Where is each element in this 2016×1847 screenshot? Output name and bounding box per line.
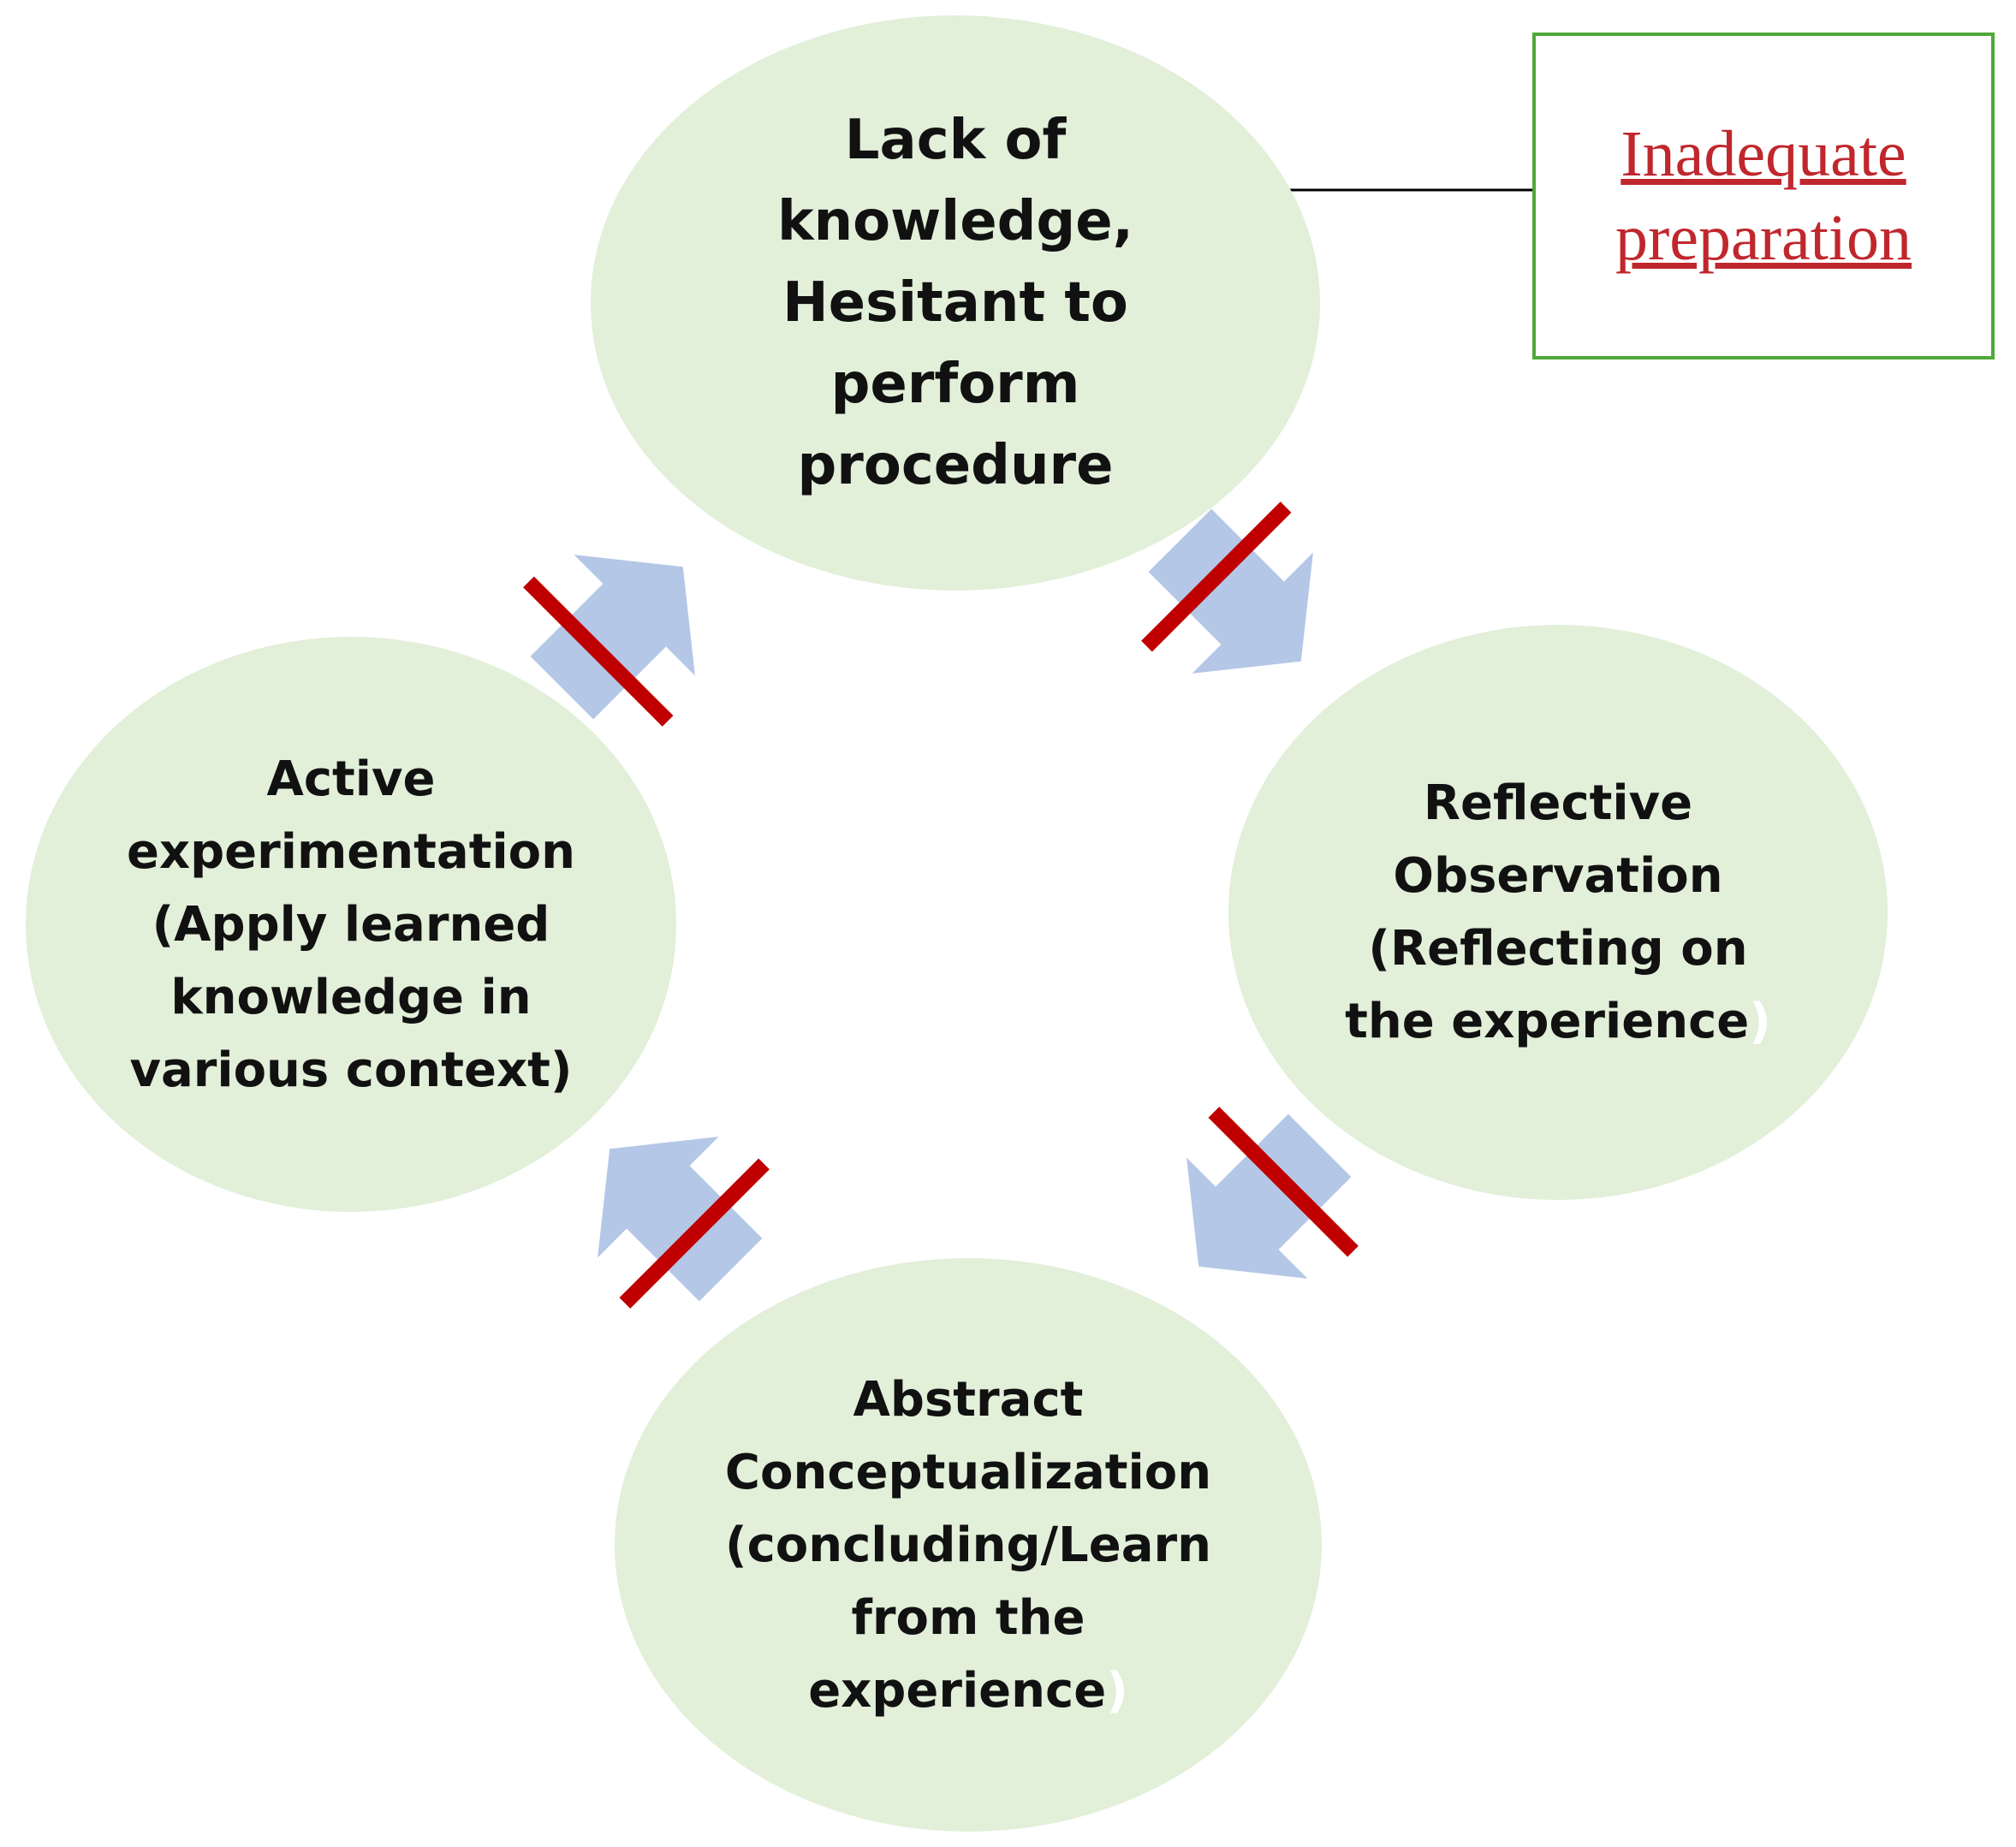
cycle-arrow-top-to-right: [1119, 479, 1362, 722]
cause-line: preparation: [1615, 202, 1912, 274]
nodes.left-line: (Apply learned: [152, 896, 550, 953]
node-active-experimentation: Active experimentation (Apply learned knowl…: [26, 637, 676, 1212]
nodes.left-line: Active: [266, 751, 436, 807]
cycle-arrow-bottom-to-left: [549, 1088, 792, 1331]
nodes.bottom-line: (concluding/Learn: [724, 1517, 1211, 1573]
cause-line: Inadequate: [1621, 118, 1906, 190]
cycle-arrow-right-to-bottom: [1138, 1084, 1381, 1327]
nodes.bottom-line: Abstract: [853, 1371, 1084, 1428]
block-arrow-bottom-to-left: [549, 1088, 792, 1331]
nodes.top-line: Hesitant to: [782, 270, 1128, 335]
cause-box-inadequate-preparation: Inadequate preparation: [1532, 33, 1995, 359]
node-left-text: Active experimentation (Apply learned knowl…: [127, 743, 575, 1107]
nodes.bottom-trailing-paren: ): [1106, 1662, 1128, 1719]
node-lack-of-knowledge: Lack of knowledge, Hesitant to perform proce…: [591, 15, 1320, 591]
nodes.right-trailing-paren: ): [1749, 994, 1771, 1049]
nodes.left-line: knowledge in: [170, 969, 532, 1025]
nodes.left-line: various context): [129, 1042, 573, 1098]
node-top-text: Lack of knowledge, Hesitant to perform proce…: [777, 100, 1133, 507]
nodes.top-line: perform: [830, 352, 1080, 416]
nodes.top-line: Lack of: [844, 108, 1067, 172]
blocked-bar-top-to-right: [1141, 502, 1292, 652]
cycle-arrow-left-to-top: [501, 506, 744, 749]
blocked-bar-bottom-to-left: [619, 1158, 770, 1309]
nodes.right-line: (Reflecting on: [1368, 921, 1748, 977]
nodes.right-line: Observation: [1393, 848, 1723, 904]
nodes.bottom-line: experience): [808, 1662, 1128, 1719]
nodes.top-line: knowledge,: [777, 189, 1133, 253]
blocked-bar-left-to-top: [523, 576, 674, 727]
nodes.bottom-line: from the: [851, 1589, 1085, 1646]
cause-text: Inadequate preparation: [1615, 112, 1912, 280]
blocked-bar-right-to-bottom: [1208, 1107, 1359, 1257]
nodes.right-line: the experience): [1345, 994, 1771, 1049]
nodes.bottom-line: Conceptualization: [724, 1444, 1212, 1500]
nodes.top-line: procedure: [797, 433, 1114, 497]
nodes.left-line: experimentation: [126, 823, 576, 880]
nodes.right-line: Reflective: [1423, 775, 1693, 831]
